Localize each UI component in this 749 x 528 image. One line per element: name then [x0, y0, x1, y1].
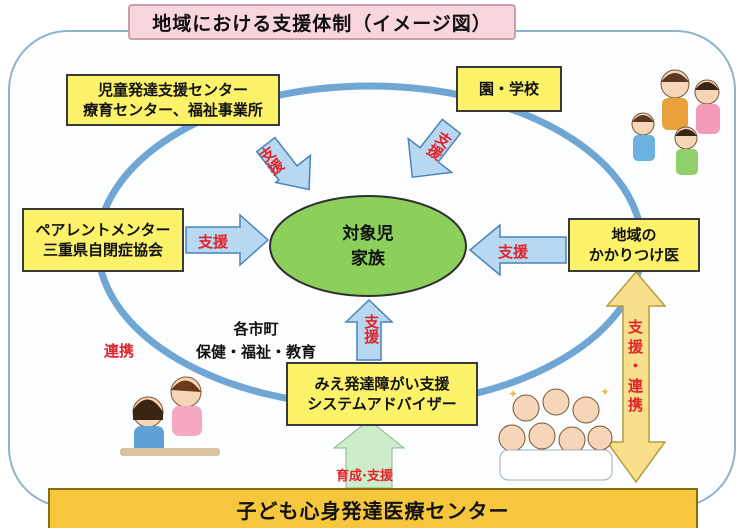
advisor-line2: システムアドバイザー: [307, 395, 457, 413]
svg-text:✦: ✦: [508, 387, 518, 401]
label-support-local-doctor: 支援: [498, 243, 529, 261]
local-doctor-box: 地域の かかりつけ医: [568, 218, 700, 272]
center-line1: 対象児: [342, 224, 394, 244]
label-support-cooperation: 支 援 ・ 連 携: [628, 318, 643, 416]
arrow-double-doctor-bottom: [605, 270, 667, 484]
sc-char-3: ・: [628, 357, 644, 375]
center-target-text: 対象児 家族: [318, 222, 418, 271]
municipalities-line1: 各市町: [233, 320, 279, 338]
label-cooperation: 連携: [104, 342, 135, 360]
label-training-support: 育成·支援: [336, 469, 393, 484]
consultation-illustration: [120, 376, 220, 456]
child-dev-line2: 療育センター、福祉事業所: [83, 101, 263, 119]
school-label: 園・学校: [478, 79, 539, 98]
parent-mentor-box: ペアレントメンター 三重県自閉症協会: [22, 208, 184, 272]
arrow-local-doctor: [468, 223, 567, 277]
arrow-school: [407, 118, 462, 179]
child-dev-center-box: 児童発達支援センター 療育センター、福祉事業所: [66, 74, 280, 126]
center-line2: 家族: [351, 248, 385, 269]
svg-text:✦: ✦: [600, 385, 610, 399]
local-doctor-line1: 地域の: [611, 225, 657, 244]
local-doctor-line2: かかりつけ医: [588, 246, 680, 264]
municipalities-text: 各市町 保健・福祉・教育: [196, 318, 316, 363]
parent-mentor-line2: 三重県自閉症協会: [42, 241, 163, 259]
sc-char-1: 支: [628, 318, 644, 336]
advisor-line1: みえ発達障がい支援: [314, 374, 450, 393]
label-support-advisor: 支援: [362, 314, 381, 344]
advisor-box: みえ発達障がい支援 システムアドバイザー: [286, 362, 478, 426]
child-dev-line1: 児童発達支援センター: [97, 80, 248, 99]
sc-char-2: 援: [628, 337, 644, 356]
diagram-title: 地域における支援体制（イメージ図）: [128, 4, 516, 40]
medical-team-illustration: ✦ ✦: [498, 385, 613, 481]
sc-char-5: 携: [628, 396, 644, 414]
arrow-parent-mentor: [185, 213, 270, 267]
municipalities-line2: 保健・福祉・教育: [196, 342, 317, 361]
label-support-advisor-text: 支援: [362, 314, 381, 344]
label-support-parent-mentor: 支援: [198, 233, 229, 251]
arrow-training: [332, 419, 406, 489]
arrow-advisor: [344, 298, 394, 361]
school-box: 園・学校: [456, 66, 562, 112]
sc-char-4: 連: [628, 376, 644, 395]
children-illustration: [631, 69, 720, 175]
parent-mentor-line1: ペアレントメンター: [35, 220, 171, 239]
arrow-child-dev: [255, 136, 312, 191]
center-ellipse: [269, 195, 467, 297]
medical-center-banner: 子ども心身発達医療センター: [48, 488, 698, 528]
